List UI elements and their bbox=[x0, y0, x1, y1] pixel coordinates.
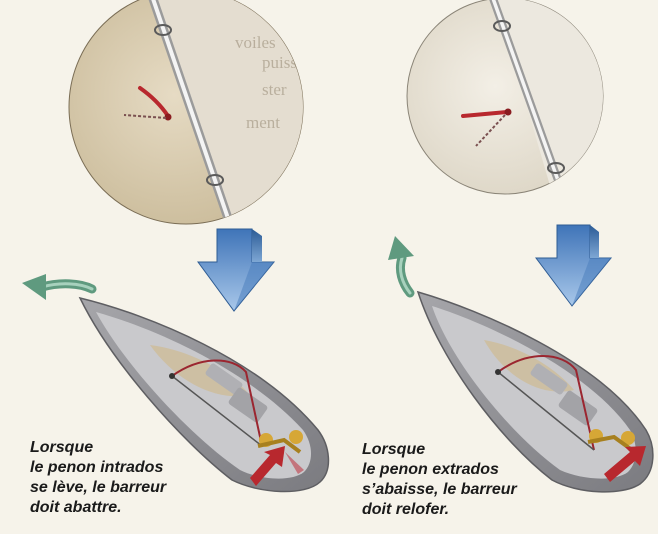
thick-down-arrow-icon bbox=[536, 225, 611, 306]
caption-right: Lorsque le penon extrados s’abaisse, le … bbox=[362, 440, 517, 520]
svg-text:voiles: voiles bbox=[235, 33, 276, 52]
caption-left: Lorsque le penon intrados se lève, le ba… bbox=[30, 438, 166, 518]
caption-line: se lève, le barreur bbox=[30, 478, 166, 498]
svg-text:ment: ment bbox=[246, 113, 280, 132]
caption-line: Lorsque bbox=[30, 438, 166, 458]
curved-arrow-icon bbox=[22, 274, 92, 300]
caption-line: Lorsque bbox=[362, 440, 517, 460]
caption-line: le penon intrados bbox=[30, 458, 166, 478]
caption-line: le penon extrados bbox=[362, 460, 517, 480]
svg-text:puissa: puissa bbox=[262, 53, 305, 72]
caption-line: s’abaisse, le barreur bbox=[362, 480, 517, 500]
left-zoom-circle: voiles puissa ster ment bbox=[69, 0, 330, 240]
thick-down-arrow-icon bbox=[198, 229, 274, 311]
svg-text:ster: ster bbox=[262, 80, 287, 99]
right-zoom-circle bbox=[407, 0, 640, 220]
caption-line: doit relofer. bbox=[362, 500, 517, 520]
curved-arrow-icon bbox=[388, 236, 414, 293]
caption-line: doit abattre. bbox=[30, 498, 166, 518]
